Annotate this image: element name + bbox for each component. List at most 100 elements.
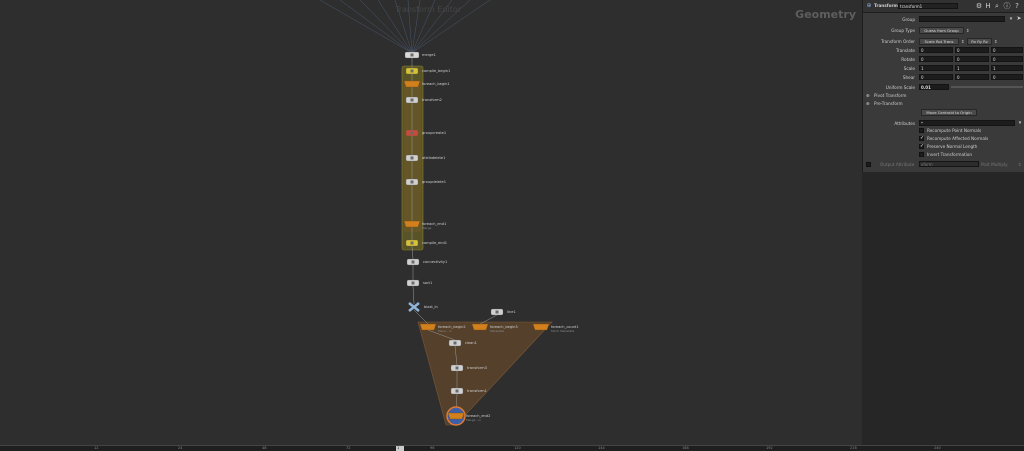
faded-network-label: Transform Editor: [395, 5, 462, 14]
node-foreach_begin3[interactable]: [471, 323, 489, 331]
node-label: foreach_begin3: [490, 324, 518, 329]
rotation-order-menu[interactable]: Rx Ry Rz: [967, 38, 992, 45]
recompute-point-normals-checkbox[interactable]: [919, 128, 924, 133]
translate-z-field[interactable]: 0: [991, 47, 1023, 53]
node-label: connectivity1: [423, 259, 448, 264]
node-connectivity1[interactable]: [406, 258, 420, 266]
invert-transformation-label: Invert Transformation: [927, 152, 973, 157]
preserve-normal-length-checkbox[interactable]: ✓: [919, 143, 925, 149]
node-transform3[interactable]: [450, 364, 464, 372]
node-type-icon: [453, 341, 457, 345]
node-transform2[interactable]: [405, 96, 419, 104]
output-attribute-toggle[interactable]: [866, 162, 871, 167]
group-type-label: Group Type: [891, 28, 915, 33]
wire-n10-n11: [412, 285, 415, 305]
scale-y-field[interactable]: 1: [955, 65, 989, 71]
scale-z-field[interactable]: 1: [991, 65, 1023, 71]
node-label: merge1: [422, 52, 436, 57]
node-attribdelete1[interactable]: [405, 154, 419, 162]
node-shape: [403, 220, 421, 228]
node-transform1[interactable]: [450, 387, 464, 395]
shear-z-field[interactable]: 0: [991, 74, 1023, 80]
help-icon[interactable]: ?: [1015, 2, 1019, 10]
node-foreach_begin1[interactable]: [403, 80, 421, 88]
timeline-tick-label: 120: [514, 446, 521, 450]
pivot-transform-expand-icon[interactable]: ⊕: [866, 93, 870, 98]
timeline-tick-label: 168: [682, 446, 689, 450]
post-multiply-arrows-icon[interactable]: ⇕: [1018, 162, 1022, 167]
uniform-scale-slider[interactable]: [951, 86, 1023, 88]
scale-x-field[interactable]: 1: [919, 65, 953, 71]
uniform-scale-field[interactable]: 0.01: [919, 84, 949, 90]
timeline-tick-label: 24: [178, 446, 183, 450]
node-clean1[interactable]: [448, 339, 462, 347]
node-label: foreach_end1: [422, 221, 447, 226]
node-shape: [419, 323, 437, 331]
input-fan-wires: [319, 0, 491, 54]
node-merge1[interactable]: [404, 51, 420, 59]
select-arrow-icon[interactable]: ➤: [1016, 15, 1022, 22]
pre-transform-folder[interactable]: Pre-Transform: [874, 101, 903, 106]
node-label: foreach_begin2: [438, 324, 466, 329]
timeline-tick-label: 12: [94, 446, 99, 450]
invert-transformation-checkbox[interactable]: [919, 152, 924, 157]
rotate-z-field[interactable]: 0: [991, 56, 1023, 62]
translate-y-field[interactable]: 0: [955, 47, 989, 53]
search-icon[interactable]: ⌕: [995, 2, 999, 10]
wire-n15-n13: [479, 314, 498, 325]
shear-y-field[interactable]: 0: [955, 74, 989, 80]
pivot-transform-folder[interactable]: Pivot Transform: [874, 93, 907, 98]
translate-x-field[interactable]: 0: [919, 47, 953, 53]
node-sort1[interactable]: [406, 279, 420, 287]
node-foreach_begin2[interactable]: [419, 323, 437, 331]
shear-label: Shear: [902, 75, 915, 80]
parameter-panel: ⊕ Transform transform1 ⚙ H ⌕ ⓘ ? Group ▾…: [862, 0, 1024, 172]
node-foreach_count1[interactable]: [532, 323, 550, 331]
attributes-field[interactable]: *: [919, 120, 1015, 126]
node-shape: [471, 323, 489, 331]
node-groupdelete1[interactable]: [405, 178, 419, 186]
node-type-icon: [410, 156, 414, 160]
timeline-tick-label: 192: [766, 446, 773, 450]
rotation-order-arrows-icon: ⇕: [994, 39, 998, 44]
move-centroid-button[interactable]: Move Centroid to Origin: [921, 109, 977, 116]
node-compile_end1[interactable]: [405, 239, 419, 247]
node-compile_begin1[interactable]: [405, 67, 419, 75]
output-attribute-field[interactable]: xform: [919, 161, 979, 167]
group-field[interactable]: [919, 16, 1005, 22]
timeline-tick-label: 144: [598, 446, 605, 450]
transform-node-icon: ⊕: [866, 2, 872, 9]
node-type-icon: [410, 131, 414, 135]
pre-transform-expand-icon[interactable]: ⊕: [866, 101, 870, 106]
transform-order-menu[interactable]: Scale Rot Trans: [919, 38, 959, 45]
help-link-icon[interactable]: H: [985, 2, 991, 10]
info-icon[interactable]: ⓘ: [1003, 2, 1011, 10]
foreach-block-group[interactable]: [417, 321, 553, 426]
network-canvas[interactable]: [0, 0, 862, 445]
node-wires: [411, 58, 498, 414]
node-sublabel: Piece - in: [438, 328, 452, 333]
node-groupcreate1[interactable]: [405, 129, 419, 137]
node-sublabel: Fetch Metadata: [551, 328, 575, 333]
group-type-menu[interactable]: Guess from Group: [919, 27, 964, 34]
shear-x-field[interactable]: 0: [919, 74, 953, 80]
current-frame-label: 1: [397, 446, 400, 450]
current-frame-marker[interactable]: 1: [396, 446, 404, 451]
node-label: transform1: [467, 388, 487, 393]
attributes-dropdown-icon[interactable]: ▾: [1018, 120, 1022, 126]
group-dropdown-icon[interactable]: ▾: [1009, 16, 1013, 22]
node-foreach_end2[interactable]: [446, 406, 466, 426]
node-type-icon: [410, 98, 414, 102]
node-foreach_end1[interactable]: [403, 220, 421, 228]
node-type-icon: [455, 389, 459, 393]
translate-label: Translate: [895, 48, 915, 53]
node-line1[interactable]: [490, 308, 504, 316]
recompute-affected-normals-checkbox[interactable]: ✓: [919, 135, 925, 141]
rotate-y-field[interactable]: 0: [955, 56, 989, 62]
node-blast_in[interactable]: [408, 302, 420, 312]
node-name-field[interactable]: transform1: [898, 3, 958, 9]
rotate-x-field[interactable]: 0: [919, 56, 953, 62]
gear-icon[interactable]: ⚙: [975, 2, 983, 10]
